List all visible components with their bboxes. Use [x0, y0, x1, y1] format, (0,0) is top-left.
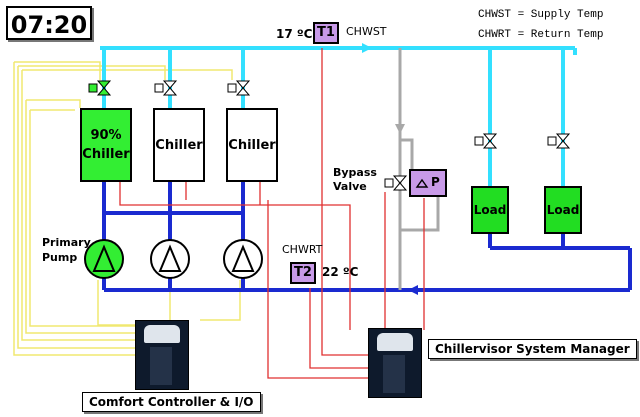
comfort-controller-device-panel	[150, 347, 172, 385]
bypass-valve-label-line2: Valve	[333, 180, 367, 193]
load-2-valve[interactable]	[547, 133, 571, 149]
clock-display: 07:20	[6, 6, 92, 40]
supply-pipe	[100, 46, 577, 186]
primary-pump-3[interactable]	[223, 239, 263, 279]
supply-flow-arrow	[362, 43, 372, 53]
comfort-controller-caption: Comfort Controller & I/O	[82, 392, 261, 412]
primary-pump-label-line2: Pump	[42, 251, 78, 264]
chiller-3[interactable]: Chiller	[226, 108, 278, 182]
bypass-valve[interactable]	[384, 175, 408, 191]
t2-temperature: 22 ºC	[322, 265, 359, 279]
t1-label: CHWST	[346, 25, 387, 38]
primary-pump-label-line1: Primary	[42, 236, 91, 249]
comfort-controller-device[interactable]	[135, 320, 189, 390]
chiller-3-valve[interactable]	[227, 80, 251, 96]
legend-supply: CHWST = Supply Temp	[478, 9, 604, 21]
comfort-controller-device-top	[144, 325, 180, 343]
t2-label: CHWRT	[282, 243, 323, 256]
chillervisor-device[interactable]	[368, 328, 422, 398]
primary-pump-1[interactable]	[84, 239, 124, 279]
bypass-flow-arrow	[395, 124, 405, 134]
chiller-3-label: Chiller	[228, 137, 276, 153]
bypass-valve-label-line1: Bypass	[333, 166, 377, 179]
chillervisor-caption: Chillervisor System Manager	[428, 339, 637, 359]
load-1[interactable]: Load	[471, 186, 509, 234]
legend-return: CHWRT = Return Temp	[478, 29, 604, 41]
comfort-controller-wiring	[13, 61, 241, 356]
bypass-valve-label: Bypass Valve	[333, 166, 377, 194]
chiller-1[interactable]: 90% Chiller	[80, 108, 132, 182]
t1-sensor[interactable]: T1	[313, 22, 339, 44]
chiller-1-label: Chiller	[82, 147, 130, 162]
dp-sensor-label: P	[431, 175, 440, 189]
bypass-pipe	[398, 48, 440, 290]
differential-pressure-sensor[interactable]	[409, 169, 447, 197]
chiller-2-valve[interactable]	[154, 80, 178, 96]
chillervisor-wiring	[119, 48, 425, 379]
t1-temperature: 17 ºC	[276, 27, 313, 41]
chillervisor-device-top	[377, 333, 413, 351]
chiller-1-load: 90%	[90, 128, 122, 143]
load-1-valve[interactable]	[474, 133, 498, 149]
primary-pump-label: Primary Pump	[42, 235, 91, 265]
return-pipe	[102, 182, 632, 292]
chiller-1-valve[interactable]	[88, 80, 112, 96]
return-flow-arrow	[408, 285, 418, 295]
chiller-2-label: Chiller	[155, 137, 203, 153]
t2-sensor[interactable]: T2	[290, 262, 316, 284]
chillervisor-device-panel	[383, 355, 405, 393]
primary-pump-2[interactable]	[150, 239, 190, 279]
load-2[interactable]: Load	[544, 186, 582, 234]
chiller-2[interactable]: Chiller	[153, 108, 205, 182]
